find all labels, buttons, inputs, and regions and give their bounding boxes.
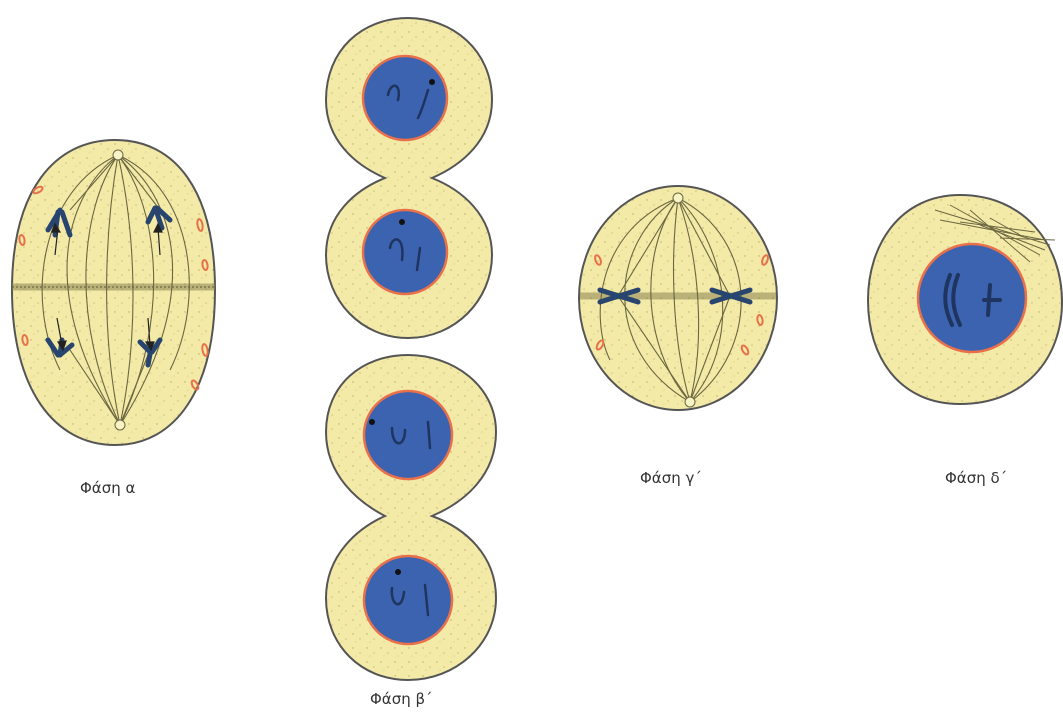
cell-phase-d [868,195,1062,404]
cell-phase-b [326,18,496,680]
centrosome-top [673,193,683,203]
nucleus [364,391,452,479]
centrosome-bottom [685,397,695,407]
nucleus [918,244,1026,352]
nucleus [363,56,447,140]
phase-b-label: Φάση β΄ [370,690,433,708]
phase-c-label: Φάση γ΄ [640,469,702,487]
centrosome-top [113,150,123,160]
cell-phase-a [12,140,215,445]
phase-d-label: Φάση δ΄ [945,469,1007,487]
nucleus [363,210,447,294]
nucleus [364,556,452,644]
centrosome-bottom [115,420,125,430]
cell-phase-c [579,186,777,410]
phase-a-label: Φάση α [80,479,135,497]
